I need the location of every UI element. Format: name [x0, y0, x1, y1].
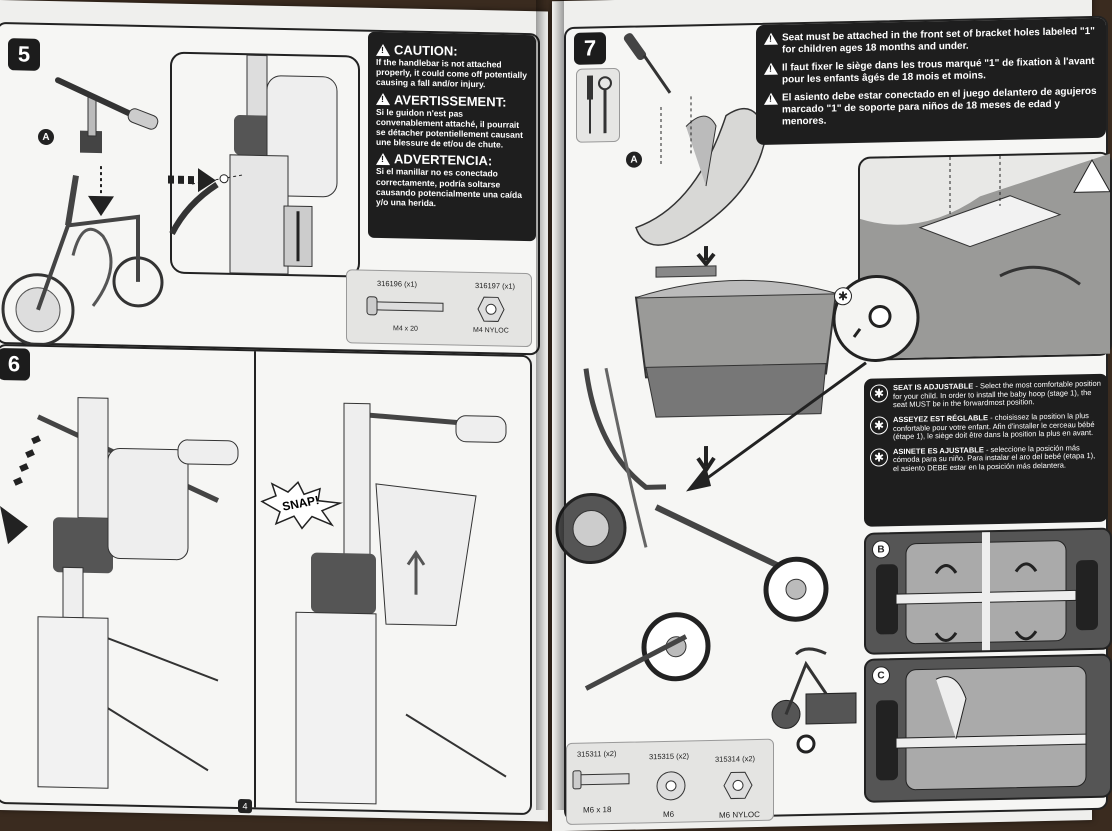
strap-c-illustration: [876, 665, 1087, 791]
nut-icon: [477, 296, 505, 322]
part-name: M6 x 18: [583, 805, 612, 815]
step5-parts-box: 316196 (x1) 316197 (x1) M4 x 20 M4 NYLOC: [346, 269, 532, 348]
page-number: 4: [238, 798, 252, 814]
part-name: M6 NYLOC: [719, 809, 760, 820]
warning-icon: [376, 92, 390, 106]
right-page: 7 A: [552, 0, 1112, 831]
part-code: 316196 (x1): [377, 278, 418, 289]
asterisk-icon: ✱: [870, 384, 888, 403]
adjustable-es: ✱ASINETE ES AJUSTABLE - seleccione la po…: [870, 443, 1102, 475]
step5-detail-panel: [169, 51, 360, 278]
washer-icon: [656, 771, 686, 801]
seat-warning-fr: Il faut fixer le siège dans les trous ma…: [764, 56, 1098, 87]
caution-text: If the handlebar is not attached properl…: [376, 56, 527, 90]
handlebar-detail-illustration: [169, 54, 338, 275]
snap-burst: [260, 480, 343, 530]
screwdriver-wrench-icon: [587, 75, 612, 134]
part-code: 316197 (x1): [475, 280, 516, 291]
handlebar-basket-before-illustration: [0, 397, 239, 789]
zoom-circle: [832, 275, 920, 363]
part-name: M4 NYLOC: [473, 326, 509, 335]
seat-warning-en: Seat must be attached in the front set o…: [764, 26, 1098, 57]
part-name: M4 x 20: [393, 325, 418, 333]
warning-icon: [764, 92, 778, 105]
seat-adjustable-box: ✱SEAT IS ADJUSTABLE - Select the most co…: [864, 373, 1108, 527]
book-spine: [536, 0, 564, 810]
step7-panel: 7 A: [555, 15, 1112, 826]
seat-warning-es: El asiento debe estar conectado en el ju…: [764, 86, 1098, 129]
step7-parts-box: 315311 (x2) 315315 (x2) 315314 (x2) M6 x…: [566, 738, 774, 826]
bracket-detail-panel: [858, 151, 1112, 361]
warning-icon: [376, 152, 390, 165]
part-code: 315314 (x2): [715, 754, 756, 764]
caution-box: CAUTION: If the handlebar is not attache…: [368, 31, 536, 242]
avertissement-text: Si le guidon n'est pas convenablement at…: [376, 106, 523, 150]
adjustable-en: ✱SEAT IS ADJUSTABLE - Select the most co…: [870, 379, 1102, 411]
seat-warning-list: Seat must be attached in the front set o…: [756, 17, 1106, 146]
tricycle-illustration: [1, 77, 164, 347]
mini-tricycle-illustration: [771, 647, 857, 754]
warning-icon: [764, 32, 778, 45]
part-code: 315315 (x2): [649, 751, 690, 762]
tools-box: [576, 67, 620, 143]
bracket-detail-illustration: [860, 153, 1111, 359]
strap-b-illustration: [876, 532, 1098, 651]
seat-basket-assembly-illustration: [555, 96, 867, 691]
step-number: 7: [574, 32, 606, 65]
part-name: M6: [663, 809, 675, 819]
bolt-icon: [572, 770, 630, 790]
bolt-icon: [366, 296, 444, 316]
step5-panel: 5 A: [0, 21, 540, 356]
part-code: 315311 (x2): [577, 748, 617, 759]
handlebar-basket-after-illustration: [295, 402, 507, 805]
screwdriver-icon: [623, 33, 672, 94]
strap-detail-b: B: [864, 527, 1112, 655]
nut-icon: [723, 771, 753, 800]
asterisk-icon: ✱: [870, 416, 888, 435]
asterisk-icon: ✱: [870, 448, 888, 467]
adjustable-fr: ✱ASSEYEZ EST RÉGLABLE - choisissez la po…: [870, 411, 1102, 443]
step6-panel: 6 SNAP!: [0, 343, 532, 816]
advertencia-text: Si el manillar no es conectado correctam…: [376, 166, 522, 209]
direction-arrow: [168, 168, 216, 193]
warning-icon: [764, 62, 778, 75]
warning-icon: [376, 43, 390, 56]
strap-detail-c: C: [864, 653, 1112, 803]
left-page: 5 A: [0, 0, 548, 822]
